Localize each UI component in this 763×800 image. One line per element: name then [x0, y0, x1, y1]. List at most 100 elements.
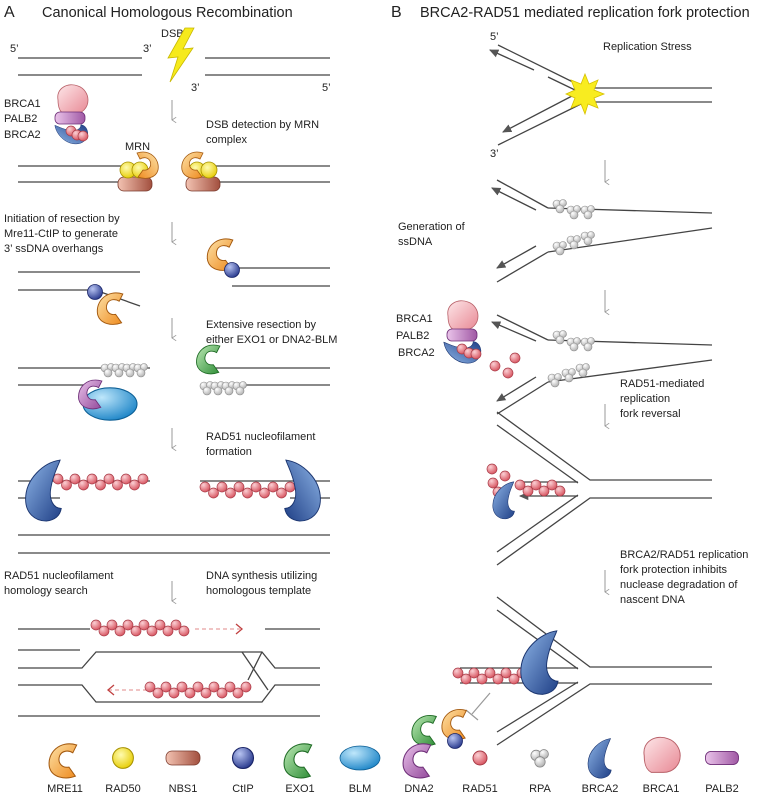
ctip-icon — [224, 262, 240, 278]
b-brca-complex — [443, 300, 482, 364]
legend-item-rad50 — [112, 747, 134, 769]
b-step-4-line-3: nuclease degradation of — [620, 579, 738, 591]
rad51-icon — [86, 473, 98, 485]
b-rpa-coat-top — [552, 199, 595, 220]
a-rpa-coat-right — [199, 381, 247, 396]
a-step-5-line-1: RAD51 nucleofilament — [4, 570, 113, 582]
a-dloop-strand — [18, 651, 320, 669]
rad51-icon — [233, 481, 245, 493]
a-three-prime-label-2: 3’ — [191, 82, 200, 94]
rad51-icon — [199, 481, 211, 493]
b-protected-fork-strand — [496, 596, 712, 668]
b-step-1-line-1: Replication Stress — [603, 41, 692, 53]
legend-item-dna2 — [402, 743, 432, 779]
b-nascent-strand — [496, 376, 537, 402]
legend-item-rpa — [530, 749, 549, 768]
b-fork-strand — [496, 179, 549, 209]
a-step-5-line-2: homology search — [4, 585, 88, 597]
legend-label: PALB2 — [705, 783, 738, 795]
rad51-icon — [472, 750, 488, 766]
inhibition-line — [471, 692, 491, 715]
a-step-4-line-2: formation — [206, 446, 252, 458]
b-rpa-coat-bottom-2 — [547, 363, 590, 388]
rpa-icon — [566, 205, 581, 220]
mrn-complex-right — [181, 151, 221, 192]
b-fork-strand — [496, 314, 549, 341]
a-step-3-line-1: Extensive resection by — [206, 319, 317, 331]
b-nascent-strand — [491, 187, 537, 211]
b-step-4-line-4: nascent DNA — [620, 594, 685, 606]
b-step-2-line-2: ssDNA — [398, 236, 433, 248]
rad51-icon — [216, 481, 228, 493]
a-rad51-filament-dloop-bottom — [144, 681, 252, 699]
legend-label: RAD51 — [462, 783, 497, 795]
b-step-2-line-1: Generation of — [398, 221, 466, 233]
b-fork-strand — [547, 359, 713, 383]
rad51-icon — [112, 479, 123, 491]
b-step-3-line-2: replication — [620, 393, 670, 405]
a-step-2-line-1: Initiation of resection by — [4, 213, 120, 225]
rpa-icon — [580, 205, 595, 220]
brca2-icon — [520, 630, 559, 695]
rpa-icon — [133, 363, 148, 378]
rpa-icon — [552, 241, 567, 256]
b-step-3-line-1: RAD51-mediated — [620, 378, 704, 390]
a-step-4-line-1: RAD51 nucleofilament — [206, 431, 315, 443]
rad51-icon — [95, 479, 106, 491]
a-palb2-label: PALB2 — [4, 113, 37, 125]
rad50-icon — [200, 161, 218, 179]
ctip-icon — [447, 733, 463, 749]
rad51-icon — [499, 470, 511, 482]
rpa-icon — [580, 231, 595, 246]
rad51-icon — [78, 479, 89, 491]
a-synthesis-arrowhead — [106, 684, 115, 696]
a-five-prime-label: 5’ — [10, 43, 19, 55]
legend-label: EXO1 — [285, 783, 314, 795]
rad51-icon — [178, 625, 190, 637]
dna2-icon — [402, 743, 432, 779]
rpa-icon — [547, 373, 562, 388]
a-brca-complex — [54, 84, 89, 145]
mre11-icon — [48, 743, 78, 779]
rad51-icon — [267, 481, 279, 493]
b-nascent-strand — [491, 321, 537, 342]
a-synthesis-arrowhead — [235, 623, 244, 635]
legend-item-nbs1 — [165, 750, 201, 766]
rpa-icon — [580, 337, 595, 352]
b-fork-strand — [497, 101, 586, 146]
mrn-label: MRN — [125, 141, 150, 153]
a-step-6-line-2: homologous template — [206, 585, 311, 597]
rad51-icon — [487, 477, 499, 489]
a-step-3-line-2: either EXO1 or DNA2-BLM — [206, 334, 337, 346]
rpa-icon — [566, 337, 581, 352]
legend-label: BRCA1 — [643, 783, 680, 795]
rad51-icon — [120, 473, 132, 485]
b-reversed-fork-strand — [496, 411, 712, 481]
b-protected-fork-strand — [496, 681, 579, 733]
mrn-complex-left — [117, 151, 159, 192]
brca2-icon — [25, 459, 62, 522]
b-fork-strand — [497, 44, 586, 89]
legend-item-palb2 — [705, 750, 739, 766]
rpa-icon — [232, 381, 247, 396]
b-fork-strand — [496, 251, 549, 283]
b-protected-fork-strand — [496, 683, 712, 746]
a-step-2-line-3: 3’ ssDNA overhangs — [4, 243, 104, 255]
b-nascent-strand — [547, 76, 576, 91]
b-five-prime-label: 5’ — [490, 31, 499, 43]
legend-label: RPA — [529, 783, 551, 795]
exo1-icon — [411, 715, 437, 747]
a-rad51-filament-right — [199, 481, 296, 499]
a-step-1-line-2: complex — [206, 134, 247, 146]
b-free-rad51 — [489, 352, 521, 379]
panel-a-title: Canonical Homologous Recombination — [42, 5, 293, 21]
palb2-icon — [446, 328, 478, 342]
legend-label: BRCA2 — [582, 783, 619, 795]
a-crossover — [241, 651, 269, 691]
b-step-4-line-1: BRCA2/RAD51 replication — [620, 549, 748, 561]
a-five-prime-label-2: 5’ — [322, 82, 331, 94]
panel-b-letter: B — [391, 4, 402, 21]
b-fork-strand — [496, 381, 549, 415]
a-step-2-line-2: Mre11-CtIP to generate — [4, 228, 118, 240]
